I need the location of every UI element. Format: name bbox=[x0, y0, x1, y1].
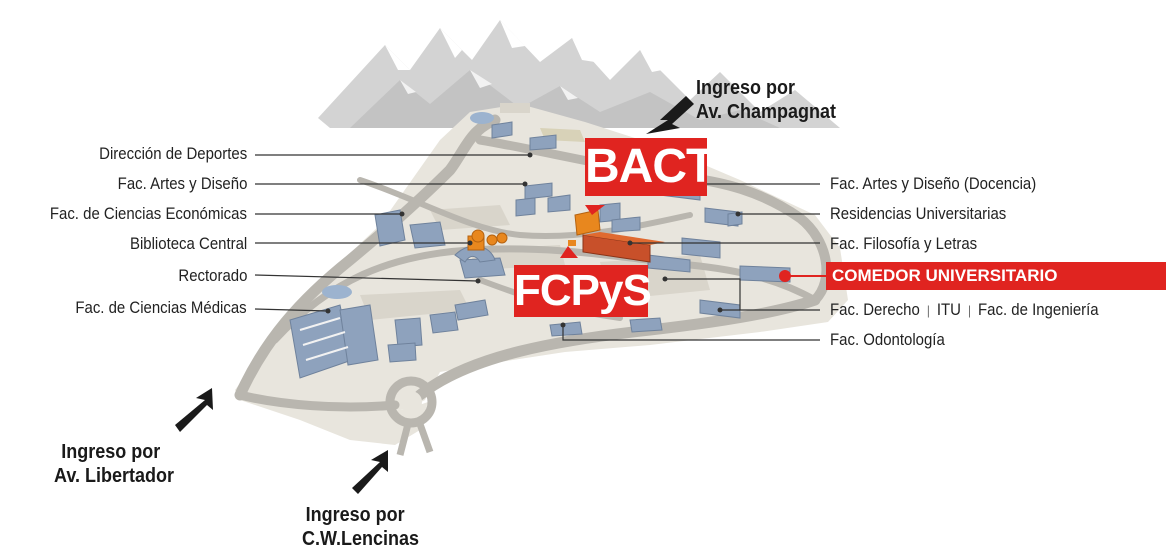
fcpys-badge: FCPyS bbox=[514, 265, 652, 317]
arrow-icon bbox=[352, 450, 388, 494]
entrance-libertador-line1: Ingreso por bbox=[61, 441, 161, 463]
entrance-libertador: Ingreso por Av. Libertador bbox=[54, 440, 174, 488]
fcpys-building bbox=[582, 232, 665, 263]
separator: | bbox=[926, 303, 930, 318]
leader-lines bbox=[254, 154, 820, 341]
entrance-lencinas-line1: Ingreso por bbox=[305, 504, 405, 526]
entrance-libertador-line2: Av. Libertador bbox=[54, 465, 175, 487]
entrance-champagnat-line2: Av. Champagnat bbox=[696, 101, 837, 123]
label-fac-ingenieria: Fac. de Ingeniería bbox=[978, 300, 1099, 319]
label-fac-derecho: Fac. Derecho bbox=[830, 300, 920, 319]
label-fac-artes-docencia: Fac. Artes y Diseño (Docencia) bbox=[830, 174, 1037, 193]
bact-badge: BACT bbox=[585, 138, 715, 196]
roundabout bbox=[385, 376, 437, 456]
label-fac-artes-diseno: Fac. Artes y Diseño bbox=[117, 174, 247, 193]
entrance-lencinas: Ingreso por C.W.Lencinas bbox=[302, 503, 419, 551]
label-rectorado: Rectorado bbox=[177, 266, 247, 285]
comedor-marker bbox=[779, 270, 791, 282]
arrow-icon bbox=[646, 96, 694, 134]
label-fac-ciencias-medicas: Fac. de Ciencias Médicas bbox=[75, 298, 247, 317]
label-fac-odontologia: Fac. Odontología bbox=[830, 330, 945, 349]
separator: | bbox=[968, 303, 971, 318]
label-fac-ciencias-economicas: Fac. de Ciencias Económicas bbox=[49, 204, 247, 223]
entrance-lencinas-line2: C.W.Lencinas bbox=[302, 528, 420, 550]
label-residencias-universitarias: Residencias Universitarias bbox=[830, 204, 1007, 223]
entrance-champagnat: Ingreso por Av. Champagnat bbox=[696, 76, 836, 124]
label-itu: ITU bbox=[936, 300, 961, 319]
comedor-universitario-label: COMEDOR UNIVERSITARIO bbox=[826, 262, 1166, 290]
biblioteca-building bbox=[467, 229, 508, 251]
label-direccion-deportes: Dirección de Deportes bbox=[98, 144, 247, 163]
label-biblioteca-central: Biblioteca Central bbox=[129, 234, 247, 253]
arrow-icon bbox=[175, 388, 213, 432]
entrance-champagnat-line1: Ingreso por bbox=[696, 77, 796, 99]
bact-building bbox=[574, 209, 601, 236]
label-fac-filosofia-letras: Fac. Filosofía y Letras bbox=[830, 234, 978, 253]
label-derecho-itu-ingenieria: Fac. Derecho | ITU | Fac. de Ingeniería bbox=[830, 300, 1099, 321]
